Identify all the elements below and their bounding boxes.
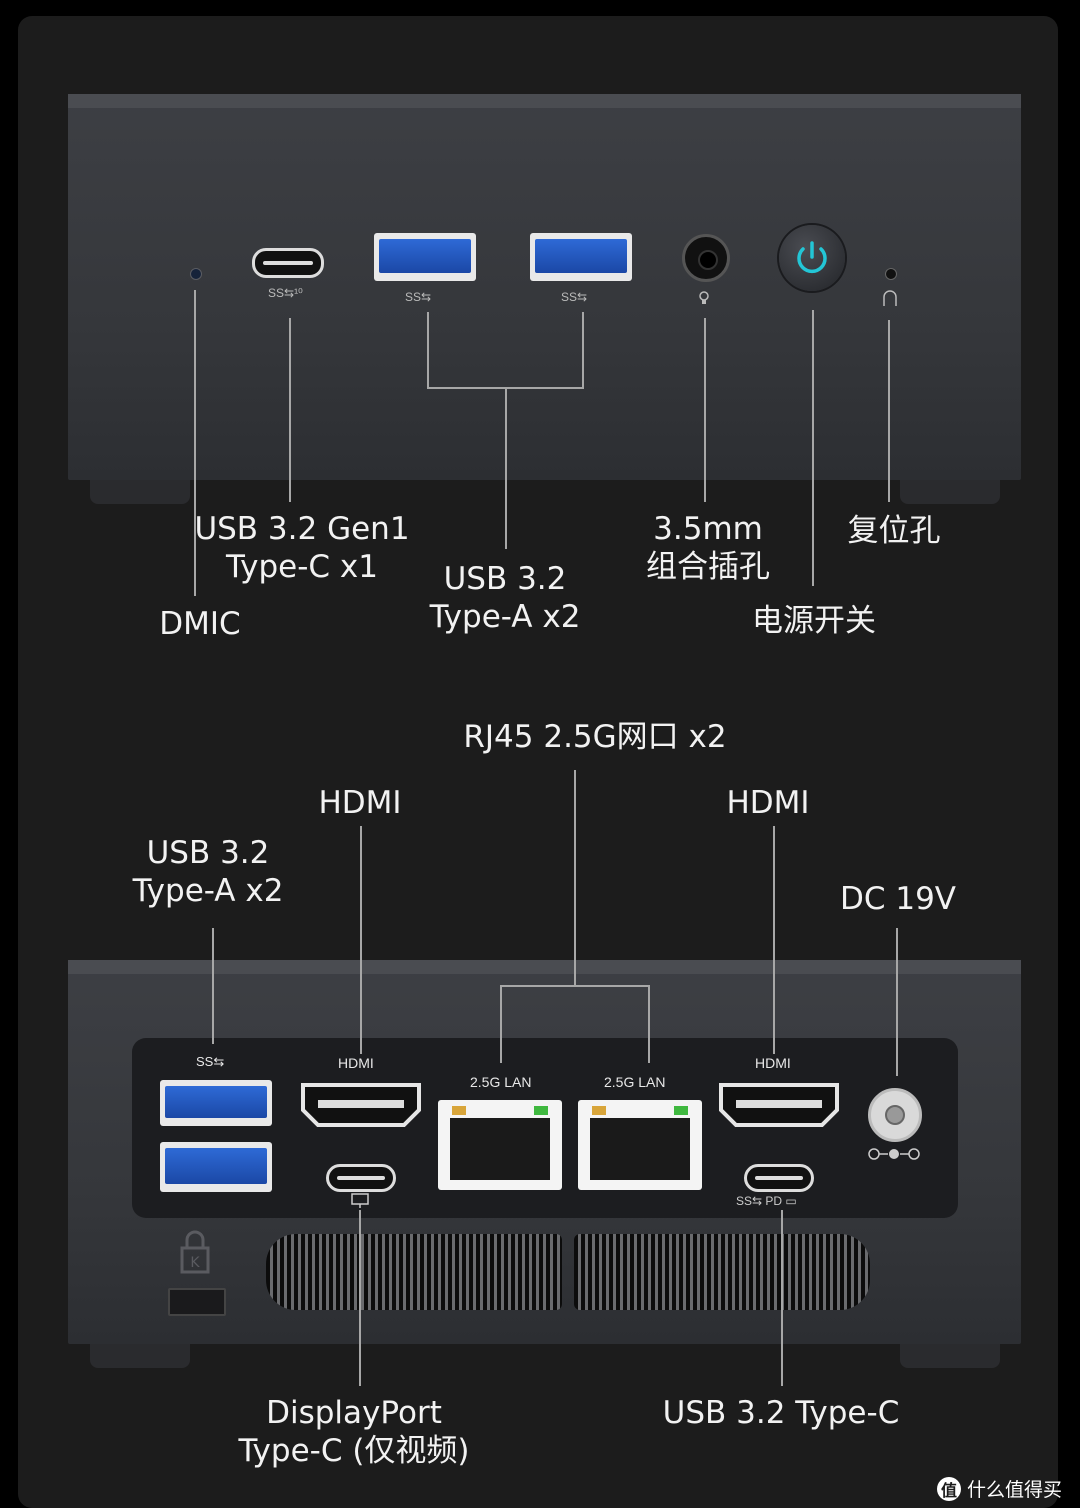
label-dmic: DMIC bbox=[159, 606, 241, 642]
usba-leader-down bbox=[505, 387, 507, 549]
kensington-lock-icon: K bbox=[178, 1226, 212, 1282]
front-usb-a-port-1 bbox=[374, 233, 476, 281]
rear-usba-leader bbox=[212, 928, 214, 1044]
front-usb-c-port bbox=[252, 248, 324, 278]
label-audio-jack: 3.5mm 组合插孔 bbox=[646, 511, 770, 585]
front-usbc-ss-mark: SS⇆¹⁰ bbox=[268, 286, 303, 300]
rear-usbc-leader bbox=[781, 1210, 783, 1386]
rear-usb-a-port-1 bbox=[160, 1080, 272, 1126]
hdmi-left-port bbox=[300, 1082, 422, 1132]
label-power: 电源开关 bbox=[752, 603, 876, 639]
label-rj45: RJ45 2.5G网口 x2 bbox=[463, 719, 727, 755]
rear-vent-right bbox=[574, 1234, 870, 1310]
watermark-text: 什么值得买 bbox=[966, 1479, 1062, 1501]
svg-text:K: K bbox=[190, 1255, 200, 1271]
front-panel bbox=[68, 94, 1021, 480]
hdmi-left-text: HDMI bbox=[338, 1055, 374, 1071]
rear-vent-left bbox=[266, 1234, 562, 1310]
rear-usba-ss-mark: SS⇆ bbox=[196, 1054, 225, 1069]
lan-leader-trunk bbox=[574, 770, 576, 986]
audio-jack bbox=[682, 234, 730, 282]
rear-usbc-marks: SS⇆ PD ▭ bbox=[736, 1194, 797, 1208]
reset-leader bbox=[888, 320, 890, 502]
lan-port-1 bbox=[438, 1100, 562, 1190]
rear-usb-a-port-2 bbox=[160, 1142, 272, 1192]
lan-port-2 bbox=[578, 1100, 702, 1190]
dc-jack bbox=[868, 1088, 922, 1142]
dc-leader bbox=[896, 928, 898, 1076]
power-leader bbox=[812, 310, 814, 586]
label-usb-a-front: USB 3.2 Type-A x2 bbox=[429, 561, 581, 635]
lan-leader-right bbox=[648, 985, 650, 1063]
reset-hole bbox=[885, 268, 897, 280]
lan-leader-left bbox=[500, 985, 502, 1063]
rear-left-foot bbox=[90, 1344, 190, 1368]
rear-usb-c-port bbox=[744, 1164, 814, 1192]
hdmi-right-text: HDMI bbox=[755, 1055, 791, 1071]
front-usb-a-port-2 bbox=[530, 233, 632, 281]
rear-top-rim bbox=[68, 960, 1021, 974]
watermark: 值 什么值得买 bbox=[936, 1475, 1062, 1502]
usba-leader-right bbox=[582, 312, 584, 388]
power-icon bbox=[797, 241, 827, 274]
headset-icon bbox=[698, 290, 710, 304]
displayport-leader bbox=[359, 1210, 361, 1386]
front-usba-ss-mark-1: SS⇆ bbox=[405, 290, 432, 304]
rear-right-foot bbox=[900, 1344, 1000, 1368]
displayport-typec-port bbox=[326, 1164, 396, 1192]
usbc-leader bbox=[289, 318, 291, 502]
hdmi-right-port bbox=[718, 1082, 840, 1132]
watermark-logo: 值 bbox=[936, 1476, 961, 1501]
label-usb-c-front: USB 3.2 Gen1 Type-C x1 bbox=[194, 511, 410, 585]
dc-polarity-icon bbox=[868, 1146, 920, 1165]
label-displayport: DisplayPort Type-C (仅视频) bbox=[238, 1395, 470, 1469]
lan2-text: 2.5G LAN bbox=[604, 1074, 666, 1090]
audio-leader bbox=[704, 318, 706, 502]
monitor-icon-dp bbox=[351, 1193, 369, 1213]
label-usb-a-rear: USB 3.2 Type-A x2 bbox=[132, 835, 284, 909]
kensington-slot bbox=[168, 1288, 226, 1316]
label-reset: 复位孔 bbox=[847, 513, 941, 549]
front-left-foot bbox=[90, 480, 190, 504]
label-hdmi-left: HDMI bbox=[318, 785, 402, 821]
hdmi-right-leader bbox=[773, 826, 775, 1054]
usba-leader-left bbox=[427, 312, 429, 388]
front-right-foot bbox=[900, 480, 1000, 504]
power-button[interactable] bbox=[779, 225, 845, 291]
reset-icon bbox=[880, 288, 900, 312]
dmic-leader bbox=[194, 290, 196, 596]
label-usb-c-rear: USB 3.2 Type-C bbox=[662, 1395, 900, 1431]
dmic-hole bbox=[190, 268, 202, 280]
front-top-rim bbox=[68, 94, 1021, 108]
lan1-text: 2.5G LAN bbox=[470, 1074, 532, 1090]
label-hdmi-right: HDMI bbox=[726, 785, 810, 821]
front-usba-ss-mark-2: SS⇆ bbox=[561, 290, 588, 304]
hdmi-left-leader bbox=[360, 826, 362, 1054]
lan-leader-bridge bbox=[500, 985, 650, 987]
label-dc: DC 19V bbox=[839, 881, 957, 917]
